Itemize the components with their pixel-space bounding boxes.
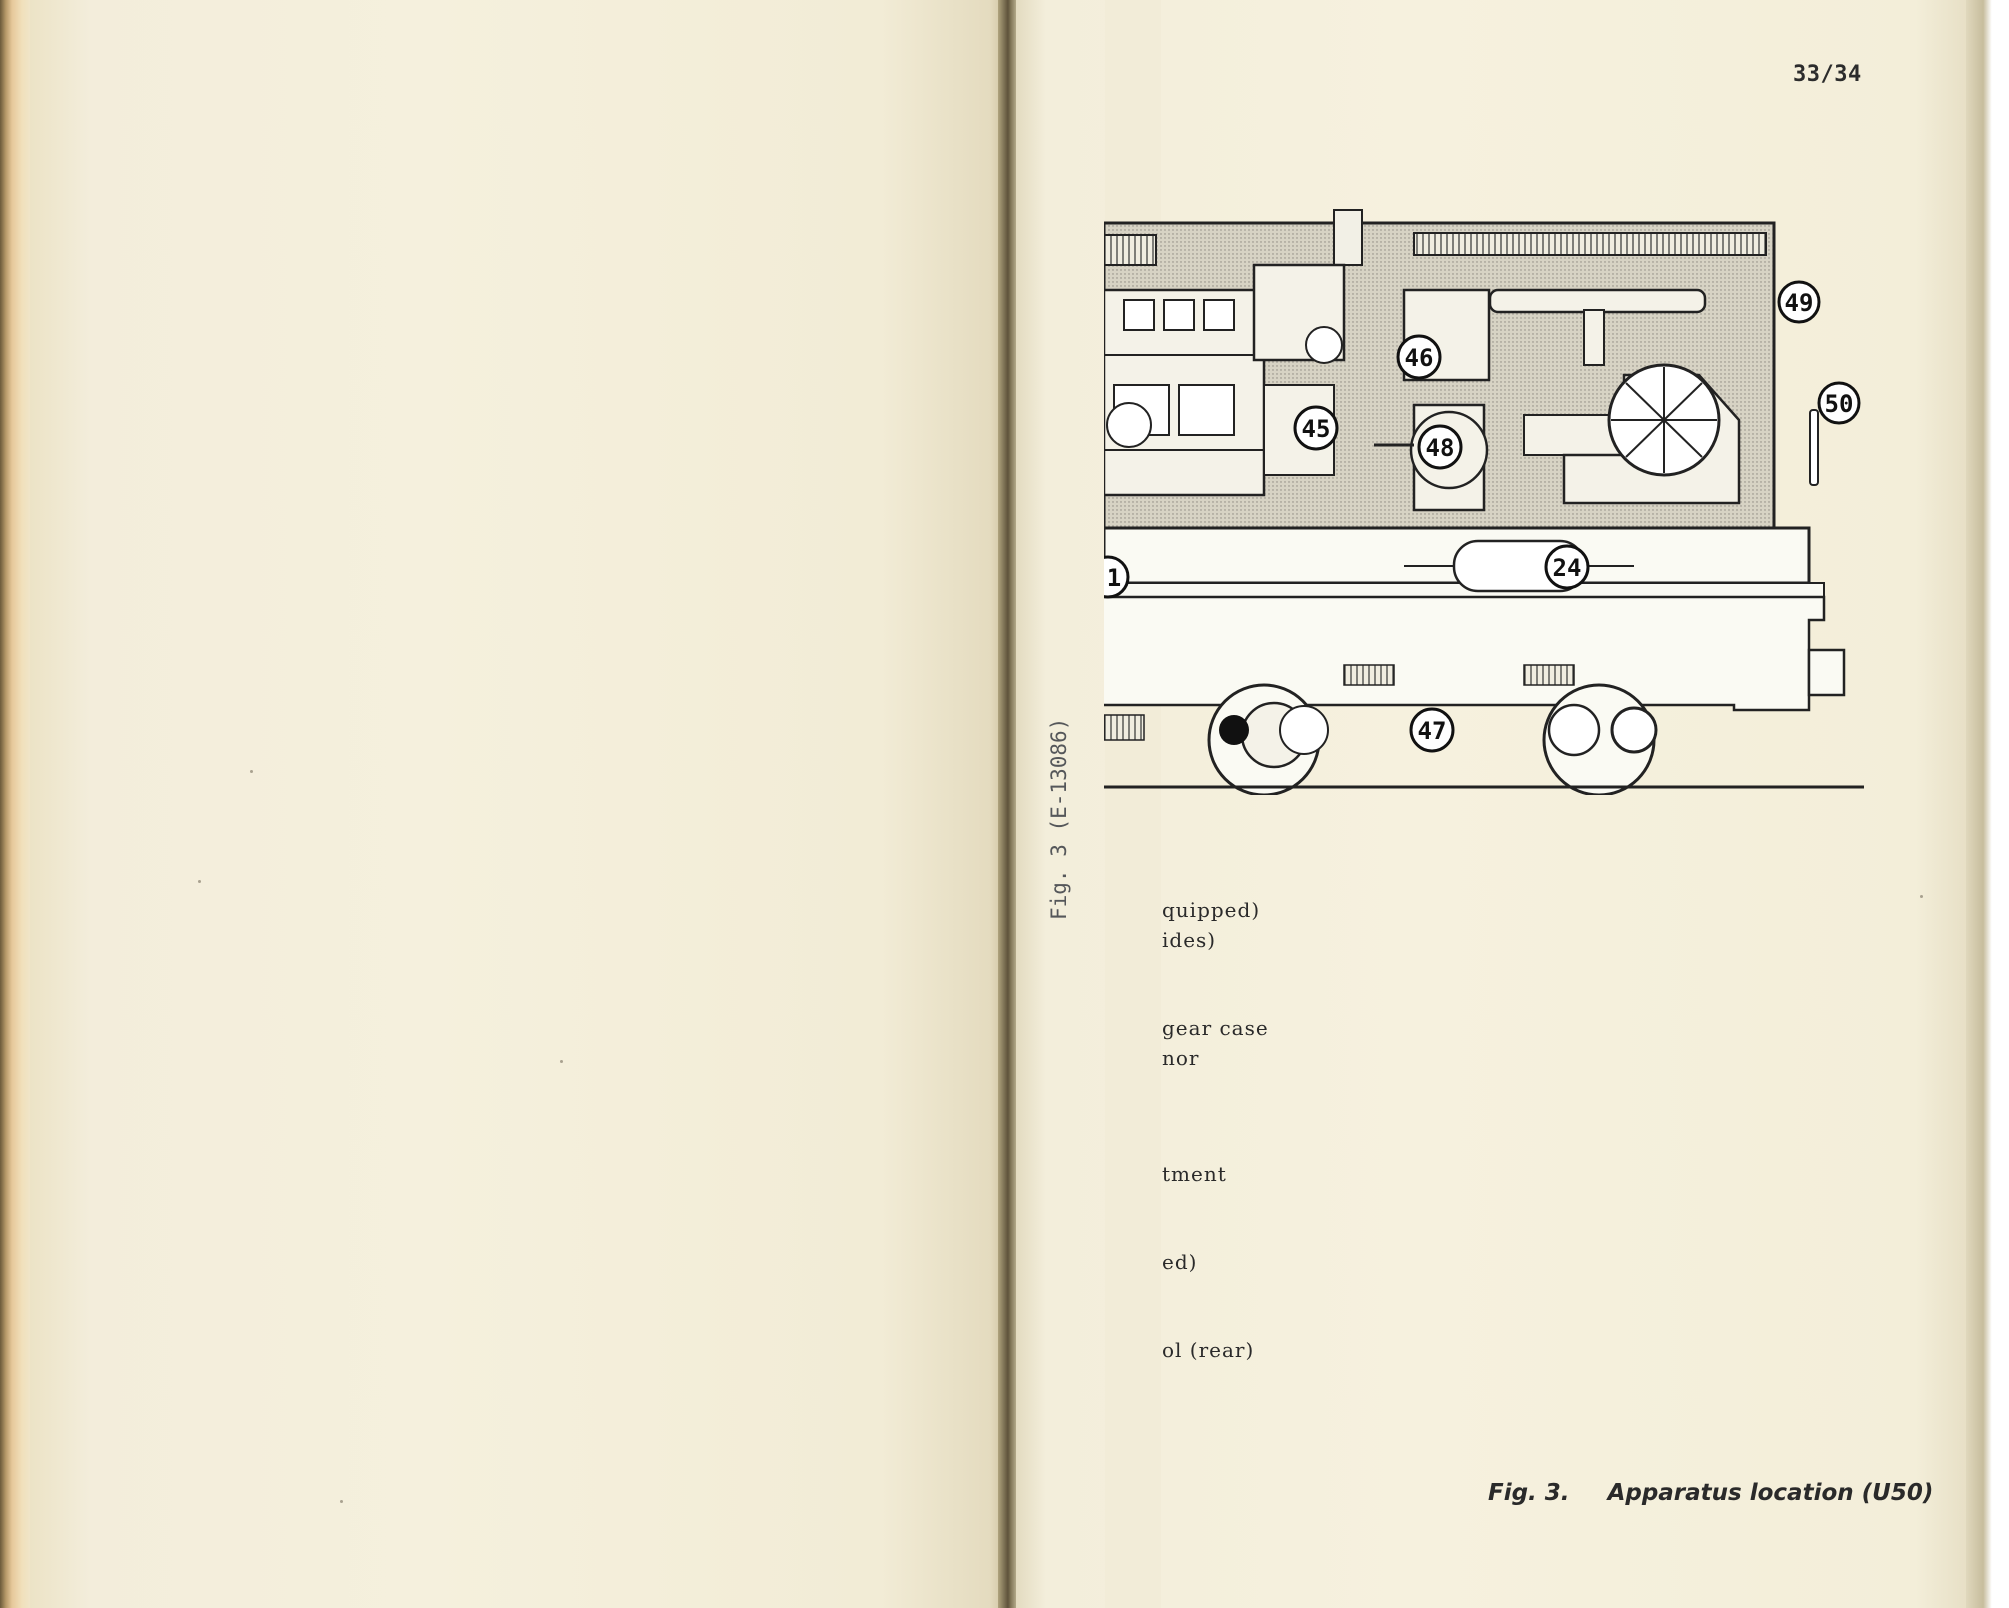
- legend-line: quipped): [1162, 898, 1261, 922]
- callout-47: 47: [1409, 707, 1455, 753]
- callout-1: 1: [1104, 555, 1130, 599]
- figure-side-label: Fig. 3 (E-13086): [1047, 717, 1071, 920]
- legend-line: ed): [1162, 1250, 1198, 1274]
- dust-speck: [198, 880, 201, 883]
- callout-46: 46: [1396, 334, 1442, 380]
- callout-48: 48: [1417, 424, 1463, 470]
- left-page-blank: [30, 0, 1005, 1608]
- right-page-edge: [1966, 0, 2009, 1608]
- svg-text:48: 48: [1426, 434, 1455, 462]
- book-gutter: [998, 0, 1020, 1608]
- truck-wheels: [1104, 664, 1658, 795]
- dust-speck: [560, 1060, 563, 1063]
- handrail: [1809, 409, 1819, 486]
- apparatus-diagram: 49 50 46 45 48 24 1 47: [1104, 209, 1864, 795]
- dust-speck: [1920, 895, 1923, 898]
- callout-24: 24: [1544, 544, 1590, 590]
- radiator-fan-assembly: [1488, 288, 1741, 505]
- legend-line: nor: [1162, 1046, 1200, 1070]
- callout-45: 45: [1293, 405, 1339, 451]
- svg-text:45: 45: [1302, 415, 1331, 443]
- figure-caption: Fig. 3. Apparatus location (U50): [1488, 1480, 1933, 1506]
- svg-text:24: 24: [1553, 554, 1582, 582]
- svg-text:49: 49: [1785, 289, 1814, 317]
- legend-line: ides): [1162, 928, 1217, 952]
- dust-speck: [340, 1500, 343, 1503]
- legend-line: ol (rear): [1162, 1338, 1255, 1362]
- svg-text:50: 50: [1825, 390, 1854, 418]
- dust-speck: [250, 770, 253, 773]
- callout-49: 49: [1777, 280, 1821, 324]
- figure-caption-title: Apparatus location (U50): [1607, 1480, 1934, 1506]
- page-number: 33/34: [1793, 62, 1862, 87]
- engine-block: [1104, 263, 1346, 497]
- figure-caption-number: Fig. 3.: [1488, 1480, 1570, 1506]
- svg-text:47: 47: [1418, 717, 1447, 745]
- svg-text:46: 46: [1405, 344, 1434, 372]
- legend-line: tment: [1162, 1162, 1227, 1186]
- svg-text:1: 1: [1107, 564, 1121, 592]
- callout-50: 50: [1817, 381, 1861, 425]
- legend-line: gear case: [1162, 1016, 1269, 1040]
